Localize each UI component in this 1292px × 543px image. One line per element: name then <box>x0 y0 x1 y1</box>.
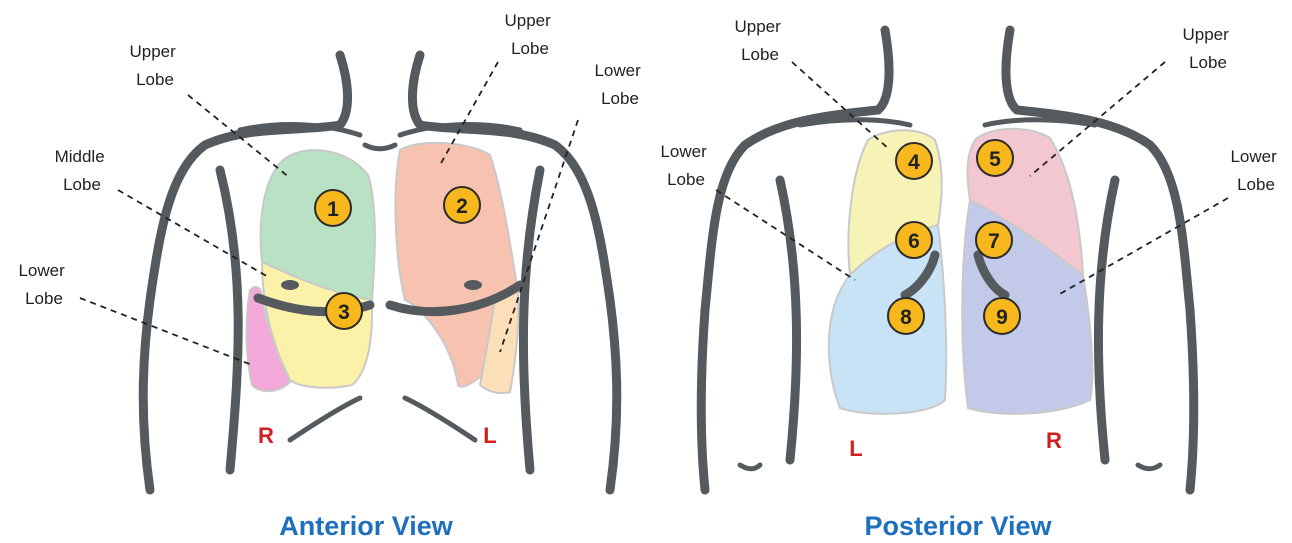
anterior-view-title: Anterior View <box>279 511 454 541</box>
badge-9: 9 <box>984 298 1020 334</box>
posterior-hip-left <box>740 465 760 469</box>
badge-1: 1 <box>315 190 351 226</box>
posterior-view-title: Posterior View <box>864 511 1052 541</box>
anterior-left-nipple <box>464 280 482 290</box>
svg-text:1: 1 <box>327 198 339 221</box>
anterior-lower-left-label: Lower Lobe <box>594 61 645 108</box>
anterior-upper-right-label: Upper Lobe <box>129 42 180 89</box>
svg-text:7: 7 <box>988 230 1000 253</box>
badge-8: 8 <box>888 298 924 334</box>
posterior-view: Upper Lobe Lower Lobe Upper Lobe Lower L… <box>660 17 1281 541</box>
posterior-side-right: R <box>1046 428 1062 453</box>
leader-anterior-lower-right <box>80 298 252 365</box>
posterior-side-left: L <box>849 436 862 461</box>
badge-6: 6 <box>896 222 932 258</box>
svg-text:5: 5 <box>989 148 1001 171</box>
posterior-right-arm-line <box>1098 180 1115 460</box>
posterior-collar-left <box>800 120 910 125</box>
anterior-left-arm-line <box>523 170 540 470</box>
posterior-hip-right <box>1138 465 1160 469</box>
anterior-right-arm-line <box>220 170 238 470</box>
anterior-view: Upper Lobe Middle Lobe Lower Lobe Upper … <box>18 11 645 541</box>
anterior-lower-chest-right <box>290 398 360 440</box>
anterior-lower-right-label: Lower Lobe <box>18 261 69 308</box>
posterior-left-arm-line <box>780 180 797 460</box>
anterior-right-nipple <box>281 280 299 290</box>
anterior-lower-chest-left <box>405 398 475 440</box>
posterior-collar-right <box>985 120 1095 125</box>
anterior-neck-notch <box>365 145 395 149</box>
anterior-middle-label: Middle Lobe <box>55 147 110 194</box>
badge-7: 7 <box>976 222 1012 258</box>
svg-text:2: 2 <box>456 195 468 218</box>
badge-3: 3 <box>326 293 362 329</box>
badge-2: 2 <box>444 187 480 223</box>
svg-text:3: 3 <box>338 301 350 324</box>
leader-posterior-lower-right <box>1058 198 1228 295</box>
anterior-upper-left-label: Upper Lobe <box>504 11 555 58</box>
posterior-upper-left-label: Upper Lobe <box>734 17 785 64</box>
posterior-lower-right-label: Lower Lobe <box>1230 147 1281 194</box>
svg-text:6: 6 <box>908 230 920 253</box>
badge-5: 5 <box>977 140 1013 176</box>
svg-text:4: 4 <box>908 151 920 174</box>
anterior-side-left: L <box>483 423 496 448</box>
posterior-lower-left-label: Lower Lobe <box>660 142 711 189</box>
posterior-upper-right-label: Upper Lobe <box>1182 25 1233 72</box>
svg-text:8: 8 <box>900 306 912 329</box>
svg-text:9: 9 <box>996 306 1008 329</box>
anterior-side-right: R <box>258 423 274 448</box>
badge-4: 4 <box>896 143 932 179</box>
leader-anterior-middle <box>118 190 270 278</box>
